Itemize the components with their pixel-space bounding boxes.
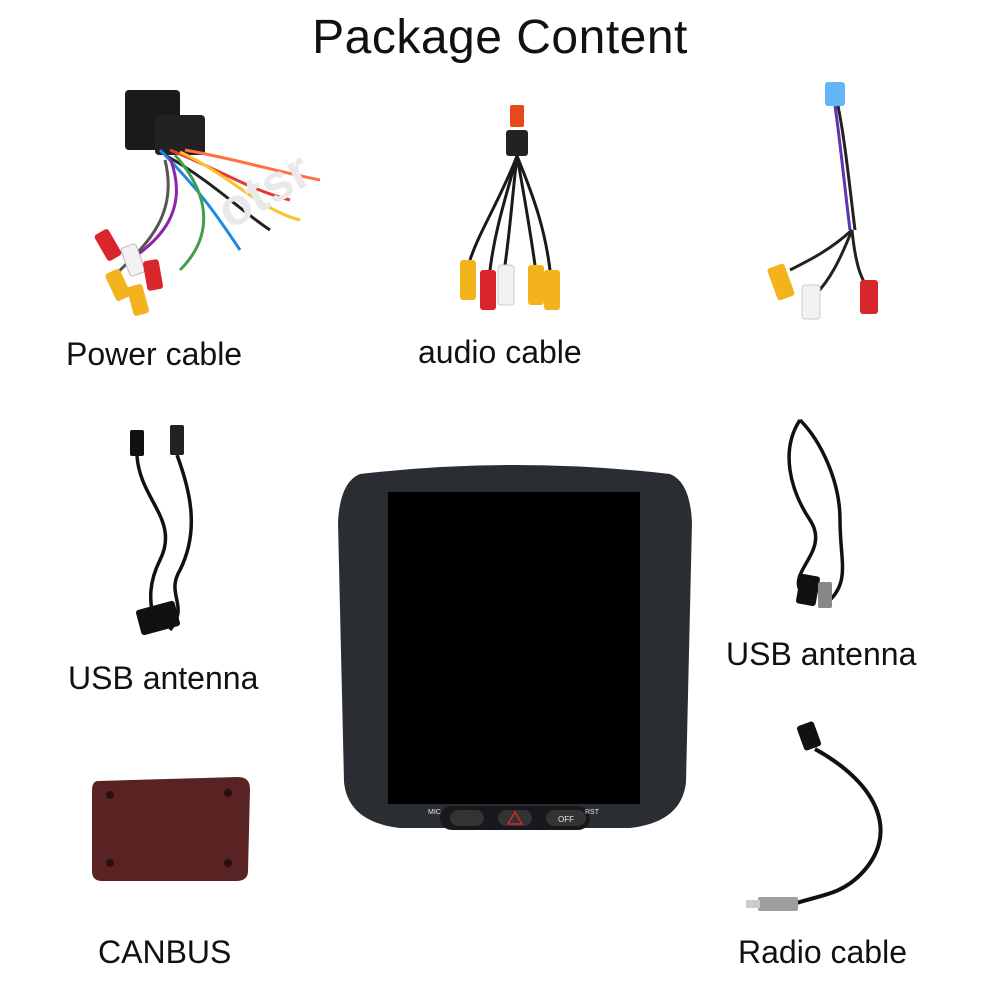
power-cable-image: otsr (94, 90, 321, 316)
label-usb-antenna-right: USB antenna (726, 636, 917, 672)
label-usb-antenna-left: USB antenna (68, 660, 259, 696)
usb-antenna-left-image (130, 425, 194, 636)
usb-antenna-right-image (787, 418, 845, 608)
label-canbus: CANBUS (98, 934, 232, 970)
off-button[interactable] (546, 810, 586, 826)
rca-adapter-cable-image (767, 82, 878, 320)
hazard-icon (506, 810, 524, 825)
label-audio-cable: audio cable (418, 334, 582, 370)
audio-cable-image (460, 105, 560, 310)
rca-plugs (94, 229, 164, 316)
page-title: Package Content (312, 11, 688, 64)
label-power-cable: Power cable (66, 336, 243, 372)
head-unit-image: MIC RST OFF (338, 465, 692, 830)
off-label: OFF (558, 815, 574, 824)
radio-cable-image (746, 721, 883, 911)
rst-label: RST (585, 809, 600, 816)
hazard-button[interactable] (498, 810, 532, 826)
defrost-button[interactable] (450, 810, 484, 826)
label-radio-cable: Radio cable (738, 934, 907, 970)
canbus-box-image (92, 777, 250, 881)
head-unit-screen (388, 492, 640, 804)
mic-label: MIC (428, 809, 441, 816)
